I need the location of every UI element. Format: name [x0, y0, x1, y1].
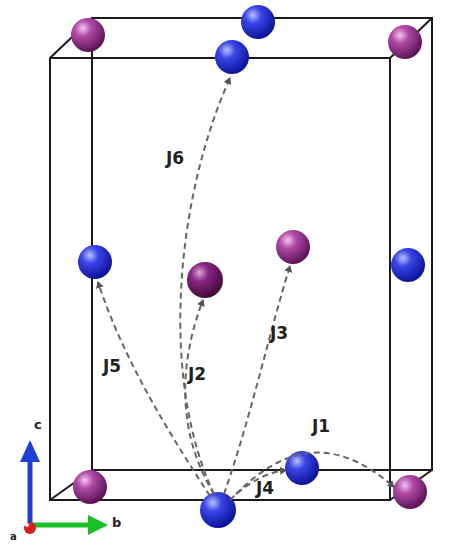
exchange-label: J2	[188, 366, 206, 383]
exchange-label: J6	[166, 150, 184, 167]
atoms	[71, 5, 427, 528]
axis-triad	[20, 440, 108, 535]
axis-label: b	[112, 516, 121, 529]
exchange-label: J1	[312, 418, 330, 435]
axis-label: a	[10, 532, 17, 542]
axis-label: c	[34, 418, 42, 431]
exchange-label: J4	[256, 480, 274, 497]
exchange-label: J3	[270, 325, 288, 342]
exchange-label: J5	[103, 358, 121, 375]
exchange-paths	[98, 78, 394, 500]
unit-cell	[50, 18, 432, 500]
